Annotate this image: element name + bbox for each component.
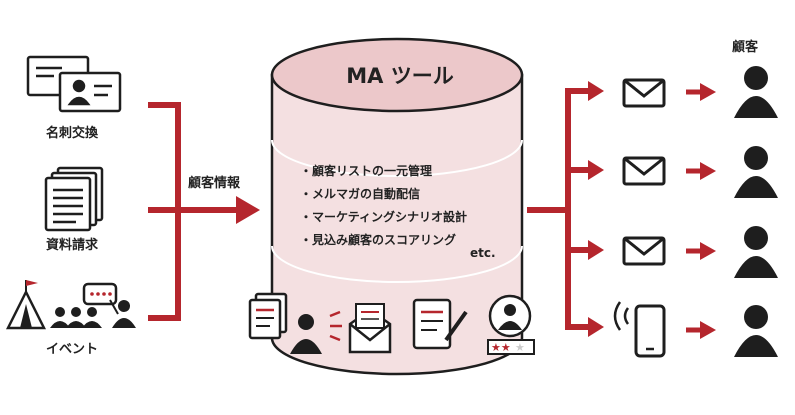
input-label-event: イベント bbox=[46, 342, 99, 357]
mail-icon bbox=[622, 236, 666, 266]
svg-text:★★: ★★ bbox=[491, 341, 511, 354]
scenario-scroll-icon bbox=[412, 298, 468, 350]
output-bracket-lines bbox=[527, 88, 590, 330]
customer-icon bbox=[734, 226, 778, 278]
mail-icon bbox=[622, 156, 666, 186]
tool-title: MA ツール bbox=[346, 64, 454, 88]
feature-item: ・顧客リストの一元管理 bbox=[300, 164, 433, 178]
mail-icon bbox=[622, 78, 666, 108]
document-person-icon bbox=[248, 292, 322, 354]
customer-icon bbox=[734, 305, 778, 357]
feature-item: ・マーケティングシナリオ設計 bbox=[300, 210, 468, 224]
open-mail-icon bbox=[348, 303, 392, 354]
customer-icon bbox=[734, 146, 778, 198]
output-arrow-heads bbox=[588, 81, 604, 337]
customer-arrow-heads bbox=[700, 83, 716, 339]
features-etc: etc. bbox=[470, 246, 496, 260]
feature-list: ・顧客リストの一元管理 ・メルマガの自動配信 ・マーケティングシナリオ設計 ・見… bbox=[300, 160, 467, 252]
flow-arrow-head bbox=[236, 196, 260, 224]
event-tent-audience-icon bbox=[5, 280, 136, 330]
customers-header: 顧客 bbox=[732, 40, 759, 55]
ma-tool-cylinder bbox=[270, 37, 524, 376]
flow-label: 顧客情報 bbox=[188, 176, 241, 191]
customer-arrow-lines bbox=[686, 89, 702, 333]
business-cards-icon bbox=[26, 55, 122, 113]
input-label-documents: 資料請求 bbox=[46, 238, 99, 253]
feature-item: ・メルマガの自動配信 bbox=[300, 187, 421, 201]
svg-text:★: ★ bbox=[515, 341, 525, 354]
input-label-business-cards: 名刺交換 bbox=[46, 126, 99, 141]
documents-icon bbox=[44, 166, 104, 232]
input-bracket-lines bbox=[148, 102, 240, 321]
scored-customer-icon: ★★ ★ bbox=[487, 294, 535, 355]
feature-item: ・見込み顧客のスコアリング bbox=[300, 233, 457, 247]
smartphone-icon bbox=[613, 301, 666, 358]
signal-lines-icon bbox=[329, 310, 342, 342]
customer-icon bbox=[734, 66, 778, 118]
